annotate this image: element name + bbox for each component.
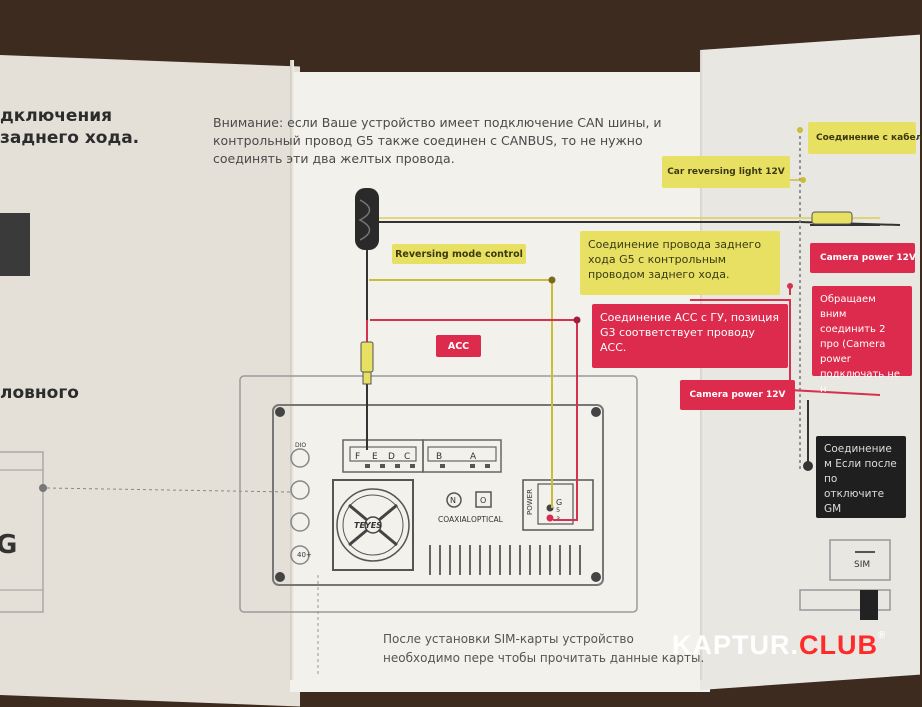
left-big-letter: G bbox=[0, 530, 17, 560]
note-connection-dark: Соединение м Если после по отключите GM bbox=[816, 436, 906, 518]
watermark-part1: KAPTUR. bbox=[672, 630, 799, 660]
watermark-reg: ® bbox=[878, 630, 887, 641]
pin-5: 5 bbox=[556, 506, 560, 514]
tag-acc: ACC bbox=[436, 335, 481, 357]
coaxial-connector-letter: N bbox=[450, 496, 456, 505]
sim-label: SIM bbox=[854, 560, 870, 570]
connector-e: E bbox=[372, 452, 378, 462]
wiring-diagram: G DIO 40+ F E D C B A bbox=[0, 127, 901, 675]
tag-reversing-mode-control: Reversing mode control bbox=[392, 244, 526, 264]
connector-c: C bbox=[404, 452, 410, 462]
bottom-instruction: После установки SIM-карты устройство нео… bbox=[383, 632, 705, 665]
fan-brand: TEYES bbox=[354, 521, 382, 530]
left-module: G bbox=[0, 451, 291, 613]
center-page bbox=[290, 72, 710, 692]
power-port-g: G bbox=[556, 498, 562, 507]
watermark-logo: KAPTUR.CLUB® bbox=[672, 630, 886, 661]
left-heading-line1: дключения bbox=[0, 106, 113, 126]
connector-b: B bbox=[436, 452, 442, 462]
left-heading-line2: заднего хода. bbox=[0, 128, 140, 148]
relay-icon bbox=[355, 188, 379, 250]
connector-a: A bbox=[470, 452, 477, 462]
port-label-40: 40+ bbox=[297, 551, 312, 559]
watermark-part2: CLUB bbox=[799, 630, 878, 660]
connector-f: F bbox=[355, 452, 360, 462]
page-fold-left bbox=[290, 60, 294, 680]
note-camera-warning: Обращаем вним соединить 2 про (Camera po… bbox=[812, 286, 912, 395]
tag-car-reversing-light: Car reversing light 12V bbox=[662, 156, 790, 188]
note-acc-connection: Соединение АСС с ГУ, позиция G3 соответс… bbox=[592, 304, 788, 368]
port-label-dio: DIO bbox=[295, 442, 306, 449]
power-label: POWER bbox=[526, 489, 534, 515]
coaxial-label: COAXIAL bbox=[438, 515, 472, 524]
left-heading-mid: ловного bbox=[0, 383, 79, 403]
optical-label: OPTICAL bbox=[471, 515, 504, 524]
note-g5-connection: Соединение провода заднего хода G5 с кон… bbox=[580, 231, 780, 295]
tag-connection-cable: Соединение с кабел bbox=[808, 122, 922, 154]
optical-connector-letter: O bbox=[480, 496, 486, 505]
tag-camera-power-right: Camera power 12V bbox=[810, 243, 916, 273]
attention-text: Внимание: если Ваше устройство имеет под… bbox=[213, 115, 662, 166]
left-dark-block bbox=[0, 213, 30, 276]
connector-d: D bbox=[388, 452, 395, 462]
tag-camera-power-center: Camera power 12V bbox=[680, 380, 795, 410]
sim-card: SIM bbox=[799, 539, 891, 620]
